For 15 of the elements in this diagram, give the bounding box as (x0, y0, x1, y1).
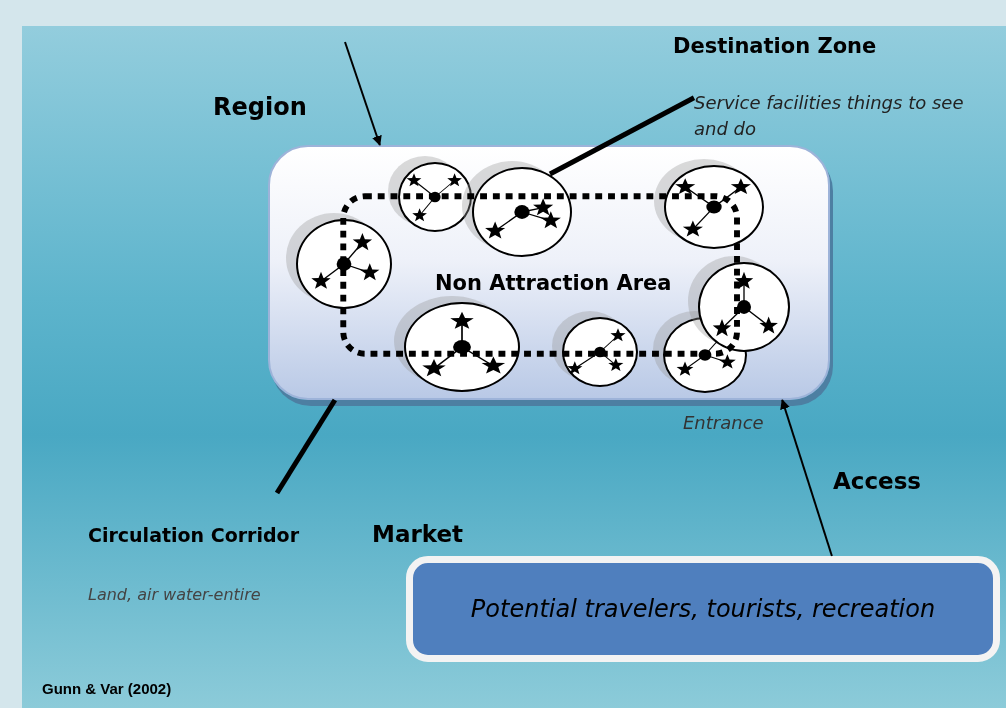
market-box (406, 556, 1000, 662)
corridor-heading: Circulation Corridor (88, 524, 299, 546)
entrance-label: Entrance (683, 412, 764, 433)
market-text: Potential travelers, tourists, recreation (470, 595, 936, 623)
service-note: Service facilities things to see and do (694, 92, 964, 139)
edge-label: Access (833, 468, 922, 494)
zone-heading: Destination Zone (673, 34, 877, 58)
leader-line (548, 95, 696, 177)
area-label: Non Attraction Area (435, 271, 672, 295)
market-heading: Market (372, 521, 464, 547)
source-citation: Gunn & Var (2002) (42, 680, 172, 697)
arrow (344, 41, 382, 146)
corridor-note: Land, air water-entire (88, 585, 261, 604)
leader-line (780, 399, 833, 557)
region-heading: Region (213, 93, 307, 121)
